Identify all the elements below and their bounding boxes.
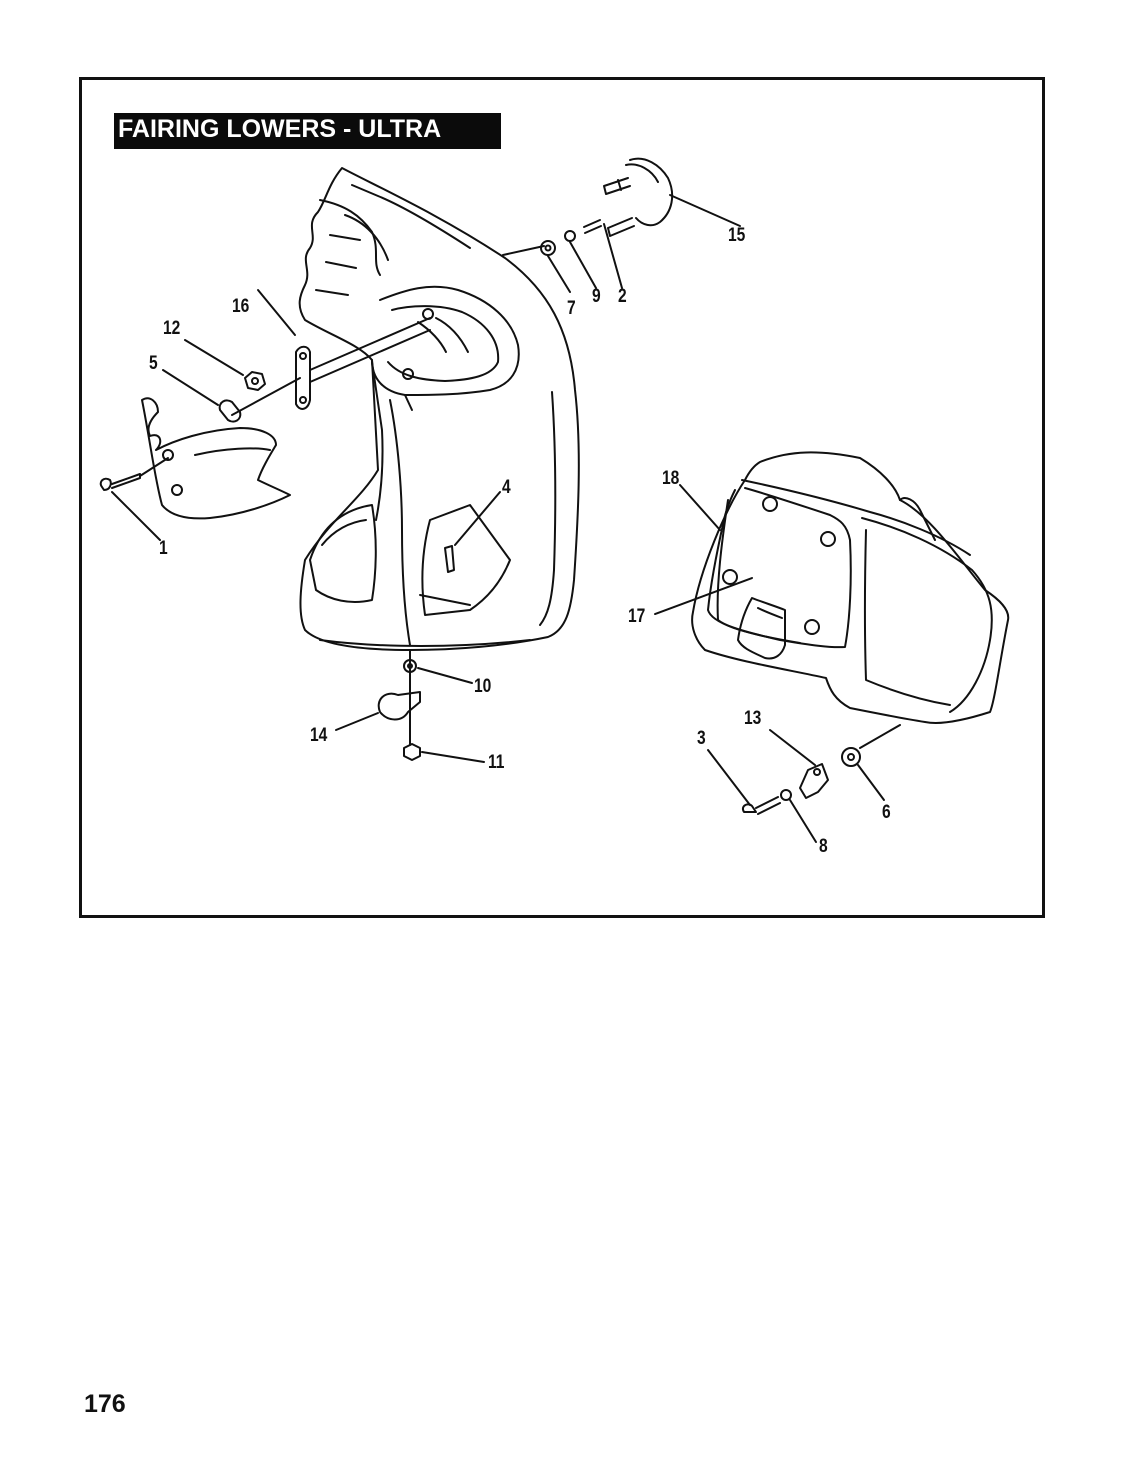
callout-16: 16: [232, 296, 250, 317]
callout-6: 6: [882, 802, 891, 823]
callout-17: 17: [628, 606, 646, 627]
callout-9: 9: [592, 286, 601, 307]
title-banner: [114, 113, 501, 149]
lower-cover-panel: [141, 397, 291, 520]
glove-box-compartment: [691, 451, 1010, 724]
callout-8: 8: [819, 836, 828, 857]
callout-11: 11: [488, 752, 505, 773]
diagram-title: FAIRING LOWERS - ULTRA: [118, 115, 442, 143]
callout-13: 13: [744, 708, 762, 729]
callout-3: 3: [697, 728, 706, 749]
callout-10: 10: [474, 676, 492, 697]
callout-1: 1: [159, 538, 168, 559]
callout-5: 5: [149, 353, 158, 374]
fairing-lower-body: [298, 167, 580, 651]
callout-14: 14: [310, 725, 328, 746]
callout-15: 15: [728, 225, 746, 246]
callout-18: 18: [662, 468, 680, 489]
callout-4: 4: [502, 477, 511, 498]
callout-12: 12: [163, 318, 181, 339]
diagram-frame: [79, 77, 1045, 918]
callout-7: 7: [567, 298, 576, 319]
page-number: 176: [84, 1390, 126, 1418]
hardware-parts: [99, 157, 901, 843]
callout-2: 2: [618, 286, 627, 307]
